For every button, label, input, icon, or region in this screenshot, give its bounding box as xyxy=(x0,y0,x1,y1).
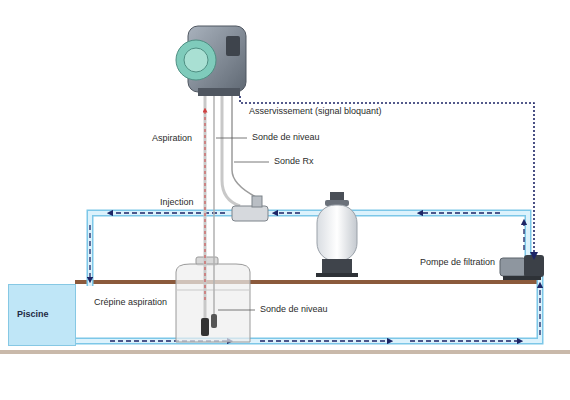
ground-line xyxy=(75,280,542,284)
part-label: Aspiration xyxy=(150,133,194,144)
suction-pipe xyxy=(75,276,540,341)
dosing-pump xyxy=(176,26,246,96)
part-label: Sonde Rx xyxy=(272,156,316,167)
signal-label: Asservissement (signal bloquant) xyxy=(247,106,384,117)
aspiration-tube xyxy=(204,95,207,318)
part-label: Crépine aspiration xyxy=(92,297,169,308)
flow-arrows xyxy=(90,213,540,341)
return-pipe xyxy=(90,213,528,286)
injection-tube xyxy=(222,95,240,206)
part-label: Pompe de filtration xyxy=(418,257,497,268)
suction-pipe-inner xyxy=(75,276,540,341)
part-label: Injection xyxy=(158,197,196,208)
sand-filter xyxy=(316,192,358,277)
return-pipe-inner xyxy=(90,213,528,286)
chemical-tank xyxy=(176,257,250,342)
level-probe-cable xyxy=(213,95,215,314)
leader-lines xyxy=(216,138,269,310)
floor-line xyxy=(0,350,570,354)
aspiration-flow xyxy=(205,110,206,300)
injection-fitting xyxy=(232,196,268,221)
servo-signal-line xyxy=(240,96,534,256)
pool-box: Piscine xyxy=(8,284,76,346)
pool-label: Piscine xyxy=(17,309,49,319)
part-label: Sonde de niveau xyxy=(258,304,330,315)
part-label: Sonde de niveau xyxy=(250,132,322,143)
filtration-pump xyxy=(500,255,544,280)
